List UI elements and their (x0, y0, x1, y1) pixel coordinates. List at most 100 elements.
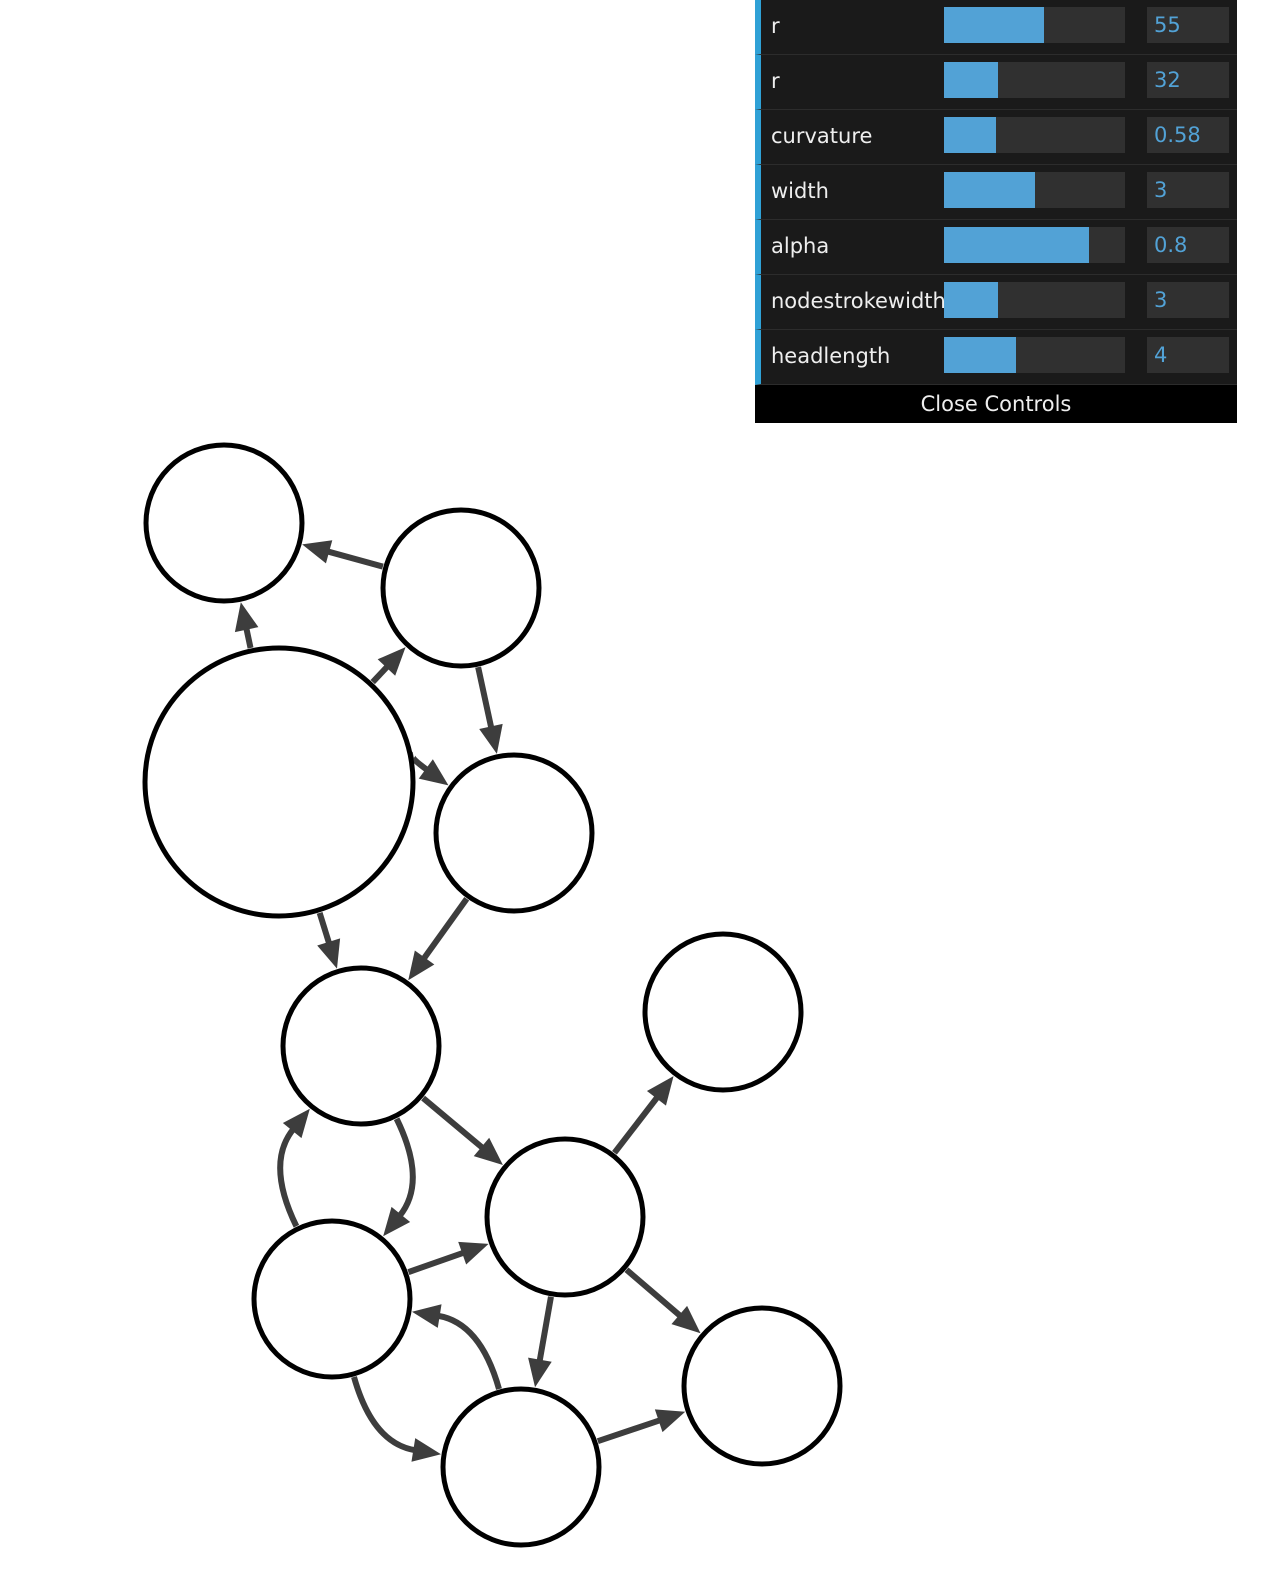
link-line (437, 1312, 502, 1390)
graph-link (277, 1108, 310, 1228)
controls-panel: r 55 r 32 curvature 0.58 width 3 alpha 0.8 nodestr… (755, 0, 1237, 423)
link-line (326, 548, 384, 570)
link-arrowhead (408, 950, 435, 981)
control-slider[interactable] (944, 62, 1125, 98)
link-line (277, 1127, 300, 1228)
link-arrowhead (458, 1241, 489, 1265)
control-value-input[interactable]: 0.8 (1147, 227, 1229, 263)
link-arrowhead (282, 1108, 310, 1139)
graph-node-top-right[interactable] (380, 507, 542, 669)
control-row-5: nodestrokewidth 3 (755, 275, 1237, 330)
control-value-input[interactable]: 3 (1147, 282, 1229, 318)
graph-link (421, 1095, 503, 1165)
graph-link (234, 602, 259, 649)
control-label: r (771, 14, 780, 38)
close-controls-button[interactable]: Close Controls (755, 385, 1237, 423)
link-line (351, 1376, 416, 1454)
control-slider-fill (944, 282, 999, 318)
control-label: nodestrokewidth (771, 289, 946, 313)
control-value-input[interactable]: 55 (1147, 7, 1229, 43)
link-arrowhead (411, 1438, 442, 1462)
graph-link (316, 911, 341, 969)
link-arrowhead (302, 540, 333, 564)
link-arrowhead (473, 1137, 503, 1165)
graph-node-mid-right[interactable] (433, 752, 595, 914)
graph-link (624, 1267, 701, 1334)
control-slider-fill (944, 337, 1017, 373)
control-value-input[interactable]: 3 (1147, 172, 1229, 208)
control-label: headlength (771, 344, 891, 368)
link-arrowhead (646, 1076, 674, 1106)
graph-link (408, 897, 470, 981)
control-slider[interactable] (944, 117, 1125, 153)
control-slider-fill (944, 227, 1089, 263)
control-label: alpha (771, 234, 830, 258)
graph-node-bottom-right[interactable] (681, 1305, 843, 1467)
link-arrowhead (383, 1206, 411, 1237)
control-slider[interactable] (944, 337, 1125, 373)
link-arrowhead (411, 1304, 442, 1328)
link-arrowhead (479, 723, 503, 754)
control-slider[interactable] (944, 227, 1125, 263)
control-slider-fill (944, 7, 1044, 43)
link-line (420, 897, 470, 961)
link-arrowhead (377, 647, 406, 676)
graph-link (528, 1296, 554, 1388)
link-line (536, 1296, 554, 1363)
graph-link (411, 1304, 502, 1390)
control-value-input[interactable]: 0.58 (1147, 117, 1229, 153)
graph-node-right-center[interactable] (484, 1136, 646, 1298)
link-arrowhead (234, 602, 259, 633)
control-row-1: r 32 (755, 55, 1237, 110)
graph-link (351, 1376, 442, 1462)
graph-node-top-left[interactable] (143, 442, 305, 604)
link-line (612, 1094, 661, 1155)
graph-link (409, 751, 449, 786)
graph-node-center[interactable] (280, 965, 442, 1127)
link-line (243, 627, 254, 649)
nodes-layer (142, 442, 843, 1548)
control-label: curvature (771, 124, 873, 148)
graph-node-big[interactable] (142, 645, 416, 919)
control-slider[interactable] (944, 172, 1125, 208)
control-row-6: headlength 4 (755, 330, 1237, 385)
graph-link (370, 647, 406, 685)
control-slider-fill (944, 117, 997, 153)
link-arrowhead (317, 938, 341, 969)
graph-link (383, 1117, 416, 1237)
control-rows: r 55 r 32 curvature 0.58 width 3 alpha 0.8 nodestr… (755, 0, 1237, 385)
link-line (421, 1095, 485, 1151)
control-row-3: width 3 (755, 165, 1237, 220)
link-line (316, 911, 333, 945)
link-line (475, 666, 495, 730)
control-slider[interactable] (944, 7, 1125, 43)
link-line (393, 1117, 416, 1218)
link-line (596, 1417, 662, 1445)
graph-node-bottom[interactable] (440, 1386, 602, 1548)
graph-node-far-right-top[interactable] (642, 931, 804, 1093)
link-arrowhead (528, 1357, 552, 1388)
control-value-input[interactable]: 4 (1147, 337, 1229, 373)
control-slider-fill (944, 62, 999, 98)
control-value-input[interactable]: 32 (1147, 62, 1229, 98)
graph-node-lower-left[interactable] (251, 1218, 413, 1380)
control-label: width (771, 179, 829, 203)
control-row-4: alpha 0.8 (755, 220, 1237, 275)
control-row-0: r 55 (755, 0, 1237, 55)
graph-link (612, 1076, 674, 1155)
link-line (624, 1267, 683, 1319)
graph-link (475, 666, 503, 754)
graph-link (596, 1409, 686, 1445)
graph-link (302, 540, 384, 570)
control-label: r (771, 69, 780, 93)
control-slider[interactable] (944, 282, 1125, 318)
control-row-2: curvature 0.58 (755, 110, 1237, 165)
link-arrowhead (654, 1409, 686, 1433)
link-arrowhead (671, 1305, 701, 1334)
graph-link (407, 1241, 489, 1275)
control-slider-fill (944, 172, 1035, 208)
link-line (407, 1249, 466, 1275)
link-line (370, 663, 390, 685)
link-arrowhead (418, 759, 449, 786)
